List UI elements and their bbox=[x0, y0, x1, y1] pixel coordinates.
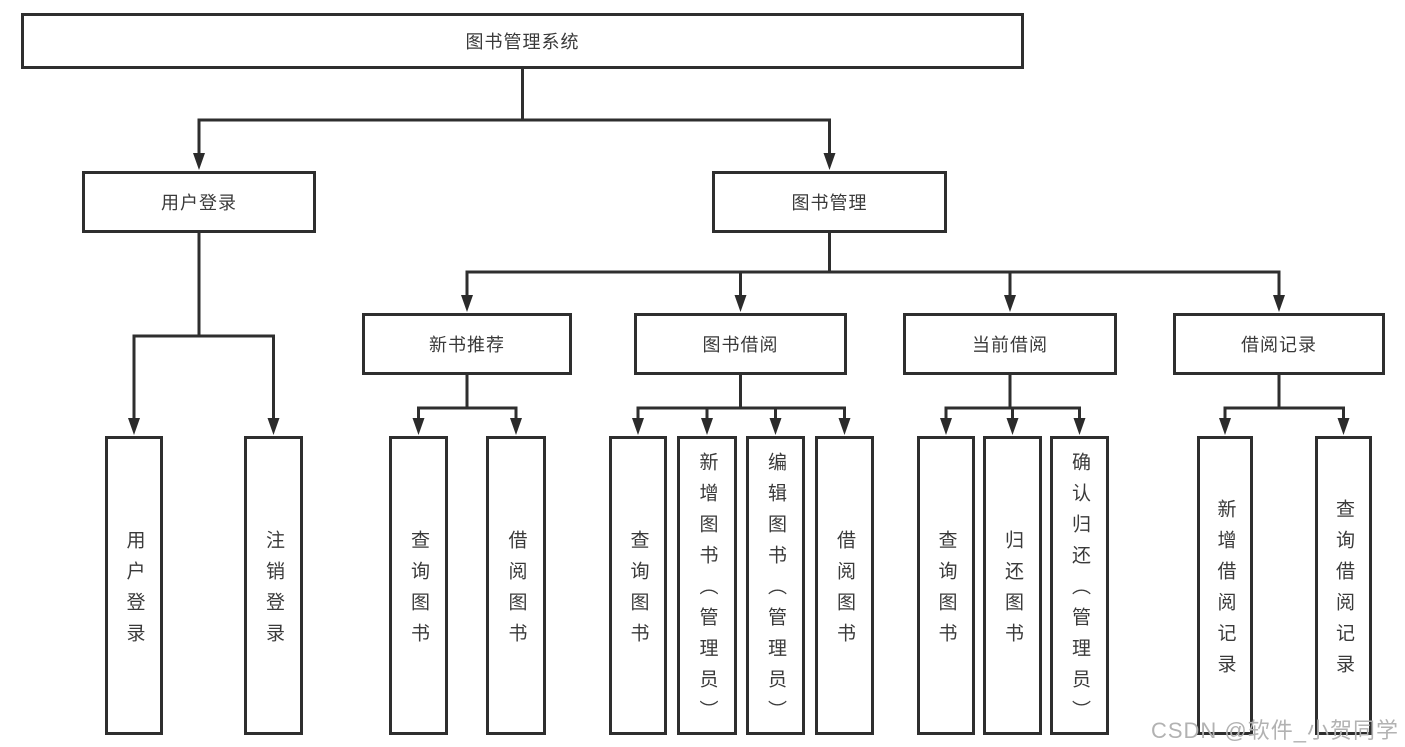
node-label: 借阅记录 bbox=[1241, 335, 1317, 355]
leaf-add-borrow-record: 新增借阅记录 bbox=[1197, 436, 1253, 735]
node-label: 图书借阅 bbox=[702, 335, 779, 355]
node-library-management-system: 图书管理系统 bbox=[21, 13, 1024, 69]
leaf-label: 借阅图书 bbox=[834, 529, 855, 654]
node-label: 图书管理 bbox=[791, 193, 868, 213]
leaf-label: 借阅图书 bbox=[505, 529, 527, 654]
leaf-label: 用户登录 bbox=[123, 529, 145, 654]
leaf-query-books-current: 查询图书 bbox=[917, 436, 975, 735]
leaf-label: 确认归还（管理员） bbox=[1069, 452, 1090, 731]
watermark: CSDN @软件_小贺同学 bbox=[1150, 718, 1399, 743]
leaf-label: 查询图书 bbox=[627, 529, 649, 654]
leaf-edit-books-admin: 编辑图书（管理员） bbox=[746, 436, 805, 735]
leaf-borrow-books: 借阅图书 bbox=[815, 436, 874, 735]
leaf-return-books: 归还图书 bbox=[983, 436, 1042, 735]
leaf-label: 新增图书（管理员） bbox=[696, 452, 718, 731]
node-new-book-recommend: 新书推荐 bbox=[362, 313, 572, 375]
node-book-borrowing: 图书借阅 bbox=[634, 313, 847, 375]
node-user-login: 用户登录 bbox=[82, 171, 316, 233]
node-label: 用户登录 bbox=[161, 193, 237, 213]
node-current-borrowing: 当前借阅 bbox=[903, 313, 1117, 375]
leaf-query-books-recommend: 查询图书 bbox=[389, 436, 448, 735]
node-label: 新书推荐 bbox=[429, 335, 505, 355]
leaf-label: 归还图书 bbox=[1002, 529, 1023, 654]
leaf-label: 新增借阅记录 bbox=[1214, 498, 1236, 685]
leaf-label: 注销登录 bbox=[263, 529, 284, 654]
leaf-label: 查询图书 bbox=[408, 529, 429, 654]
leaf-logout: 注销登录 bbox=[244, 436, 303, 735]
leaf-borrow-books-recommend: 借阅图书 bbox=[486, 436, 546, 735]
leaf-label: 查询借阅记录 bbox=[1333, 498, 1354, 685]
node-book-management: 图书管理 bbox=[712, 171, 947, 233]
leaf-confirm-return-admin: 确认归还（管理员） bbox=[1050, 436, 1109, 735]
node-label: 当前借阅 bbox=[972, 335, 1048, 355]
leaf-add-books-admin: 新增图书（管理员） bbox=[677, 436, 737, 735]
leaf-query-borrow-record: 查询借阅记录 bbox=[1315, 436, 1372, 735]
node-borrowing-records: 借阅记录 bbox=[1173, 313, 1385, 375]
leaf-label: 查询图书 bbox=[935, 529, 957, 654]
leaf-user-login: 用户登录 bbox=[105, 436, 163, 735]
leaf-label: 编辑图书（管理员） bbox=[765, 452, 786, 731]
leaf-query-books-borrow: 查询图书 bbox=[609, 436, 667, 735]
node-label: 图书管理系统 bbox=[465, 32, 580, 52]
